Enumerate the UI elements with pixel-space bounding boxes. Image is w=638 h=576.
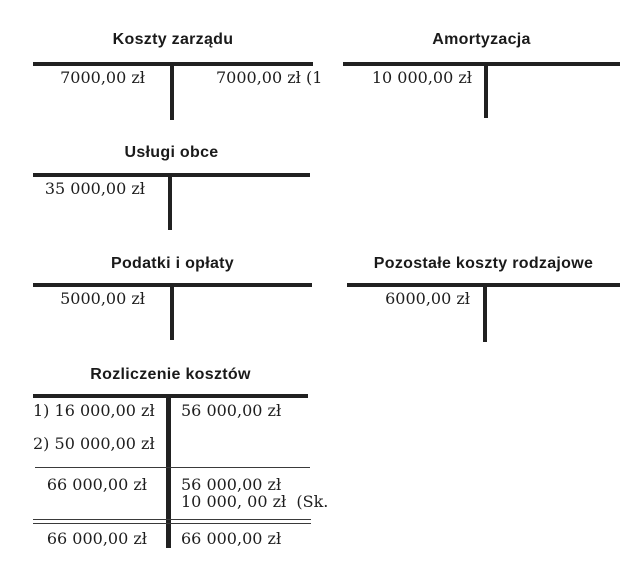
account-title: Rozliczenie kosztów bbox=[90, 366, 251, 383]
total-credit: 66 000,00 zł bbox=[181, 529, 282, 548]
account-title: Amortyzacja bbox=[432, 31, 531, 48]
debit-entry: 6000,00 zł bbox=[385, 289, 470, 308]
subtotal-debit: 66 000,00 zł bbox=[46, 475, 147, 494]
debit-entry: 7000,00 zł bbox=[60, 68, 145, 87]
t-account-stem-line bbox=[170, 62, 174, 120]
subtotal-credit: 10 000, 00 zł (Sk. bbox=[181, 492, 329, 511]
t-account-stem-line bbox=[166, 394, 171, 548]
subtotal-rule bbox=[35, 467, 310, 468]
total-double-rule bbox=[33, 519, 311, 524]
account-title: Pozostałe koszty rodzajowe bbox=[373, 255, 594, 272]
account-title: Usługi obce bbox=[124, 144, 219, 161]
t-account-stem-line bbox=[484, 62, 488, 118]
debit-entry: 5000,00 zł bbox=[60, 289, 145, 308]
debit-entry: 35 000,00 zł bbox=[44, 179, 145, 198]
t-account-stem-line bbox=[168, 173, 172, 230]
t-account-stem-line bbox=[483, 283, 487, 342]
credit-entry: 56 000,00 zł bbox=[181, 401, 282, 420]
subtotal-credit: 56 000,00 zł bbox=[181, 475, 282, 494]
debit-entry: 1) 16 000,00 zł bbox=[33, 401, 155, 420]
credit-entry: 7000,00 zł (1 bbox=[216, 68, 323, 87]
account-title: Podatki i opłaty bbox=[110, 255, 235, 272]
account-title: Koszty zarządu bbox=[112, 31, 234, 48]
t-account-stem-line bbox=[170, 283, 174, 340]
t-account-top-line bbox=[343, 62, 620, 66]
total-debit: 66 000,00 zł bbox=[46, 529, 147, 548]
debit-entry: 2) 50 000,00 zł bbox=[33, 434, 155, 453]
debit-entry: 10 000,00 zł bbox=[371, 68, 472, 87]
